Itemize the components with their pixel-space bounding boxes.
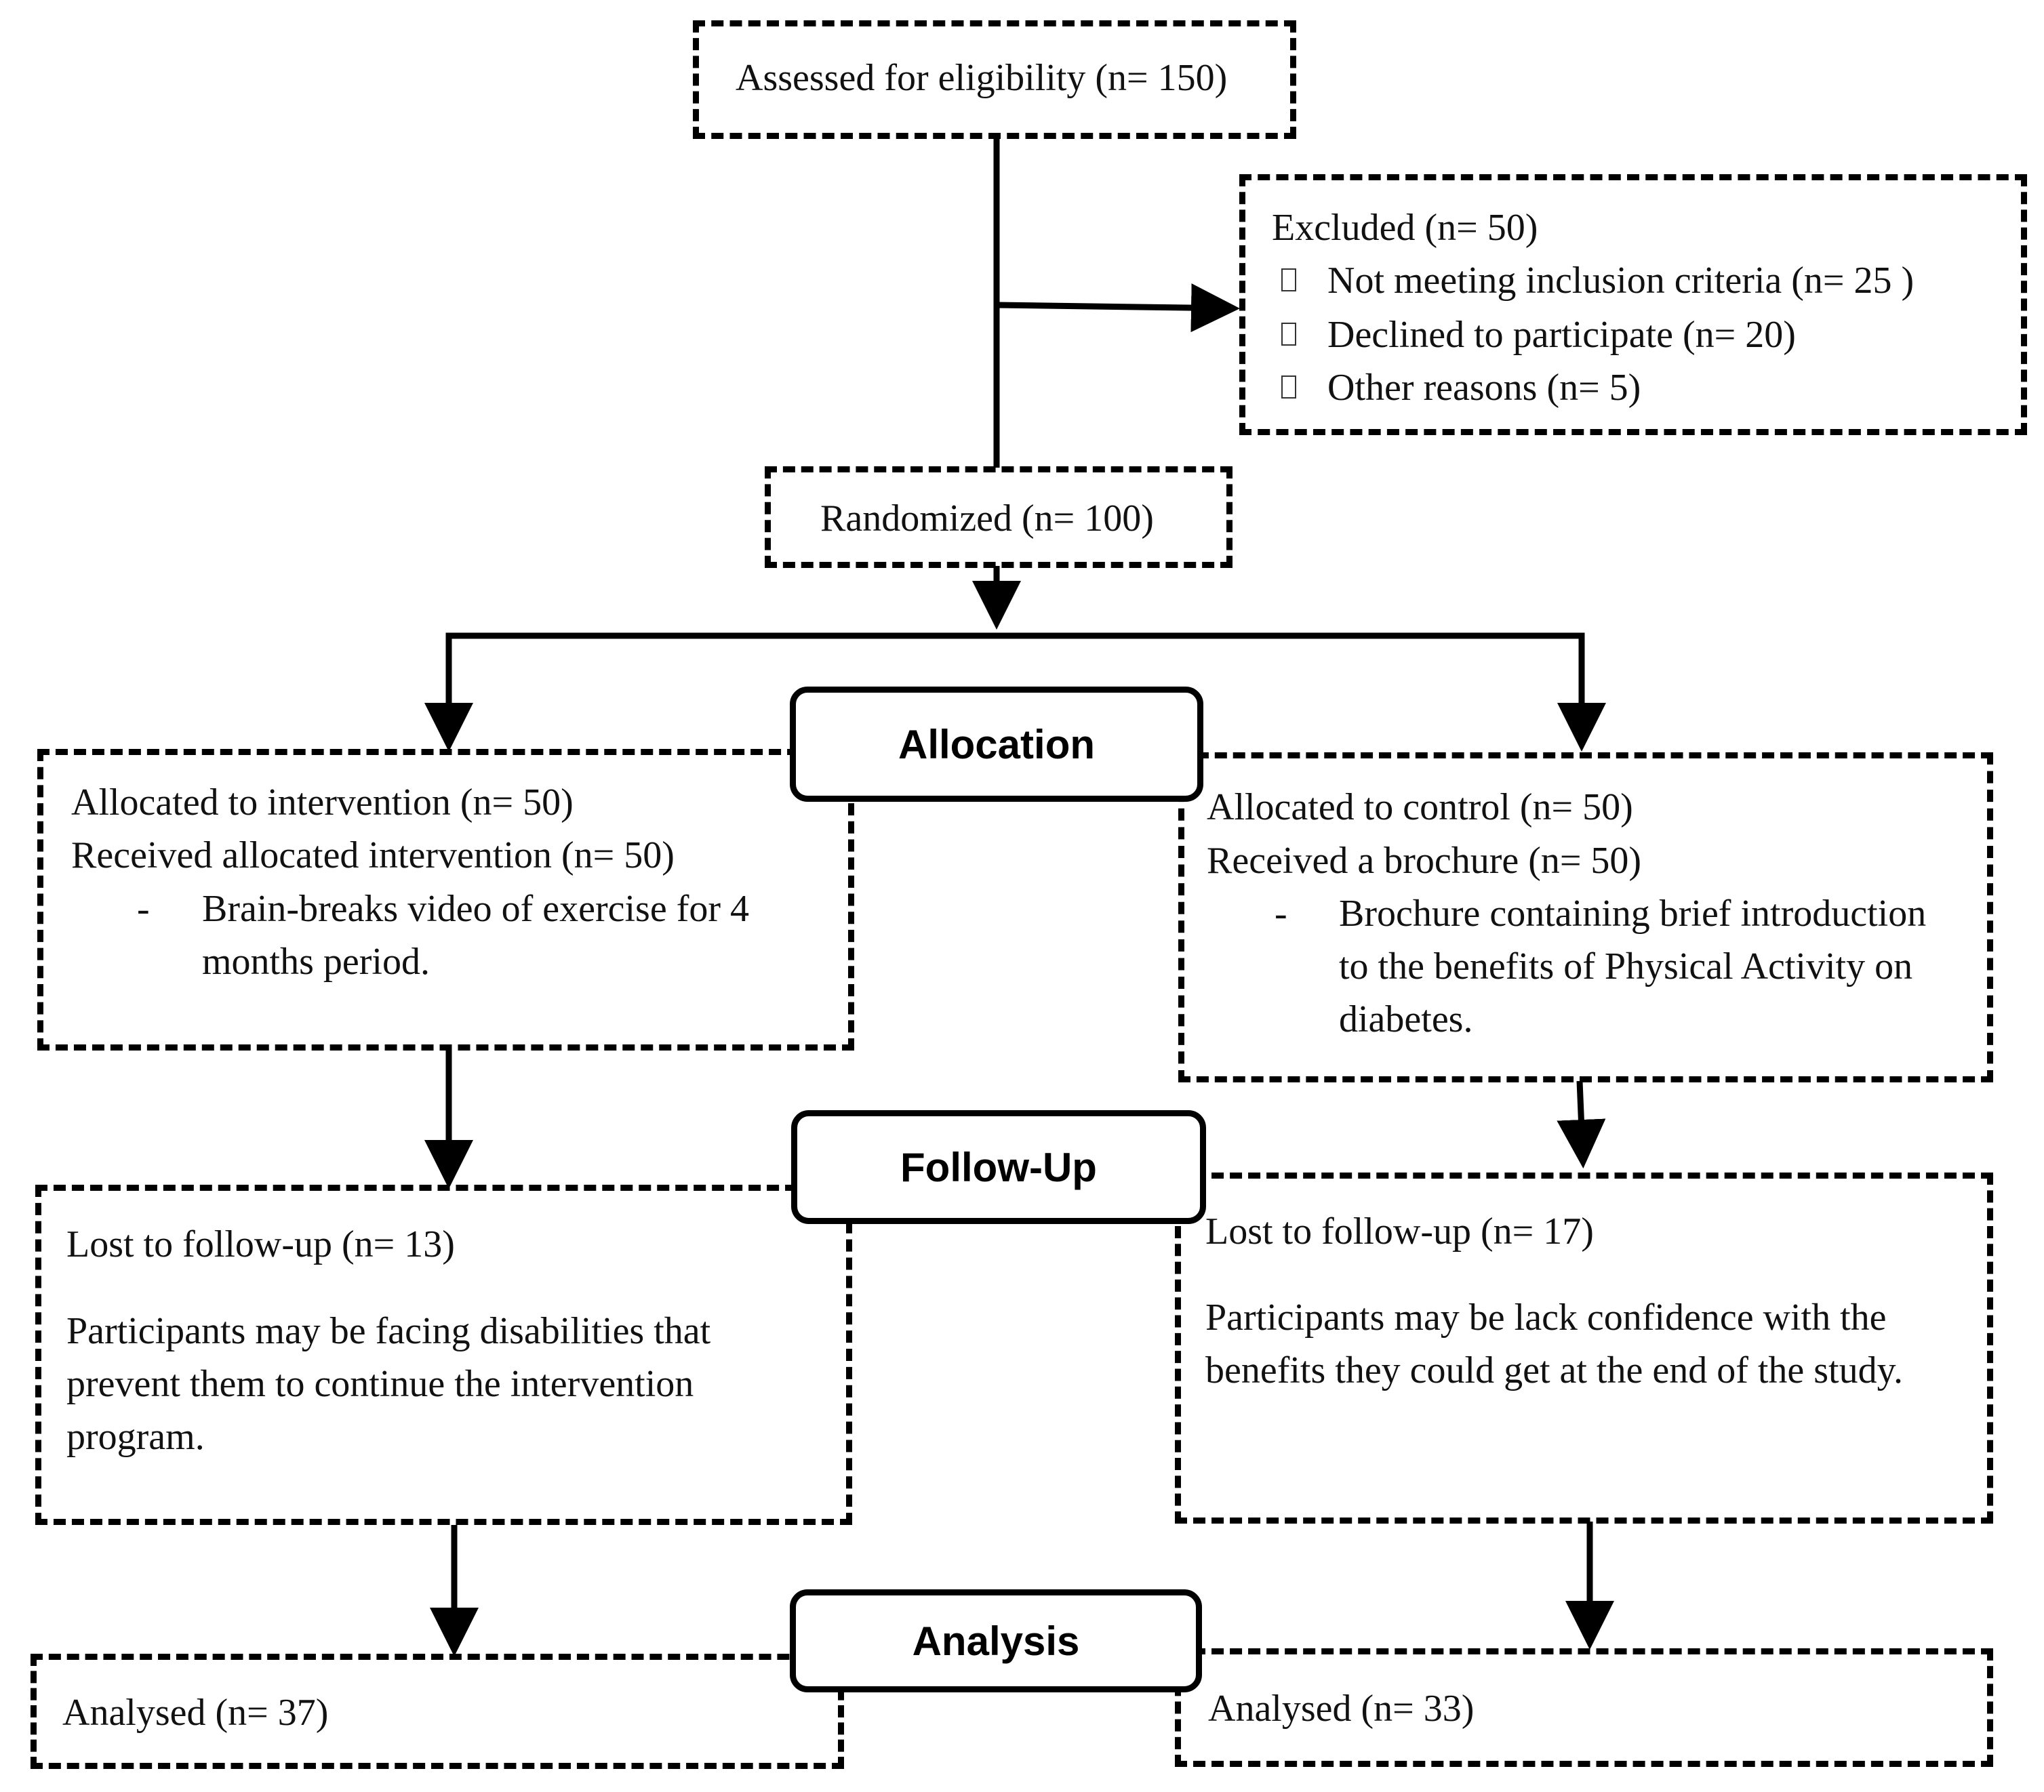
intervention-followup-box [35,1185,852,1525]
excluded-reason-text: Other reasons (n= 5) [1327,367,1641,409]
control-analysis-box [1175,1648,1993,1767]
control-dash: - [1275,893,1287,935]
analysis-header: Analysis [790,1589,1202,1692]
control-lost: Lost to follow-up (n= 17) [1205,1210,1594,1253]
randomized-box [765,466,1233,568]
intervention-analysis-box [31,1654,844,1769]
excluded-reason-text: Not meeting inclusion criteria (n= 25 ) [1327,260,1915,302]
excluded-box [1239,174,2027,435]
intervention-detail-line: months period. [202,941,430,983]
intervention-detail-line: Brain-breaks video of exercise for 4 [202,888,749,930]
intervention-lost-reason-line: prevent them to continue the interventio… [66,1363,694,1405]
excluded-title: Excluded (n= 50) [1272,207,1538,249]
control-detail-line: Brochure containing brief introduction [1339,893,1927,935]
checkbox-bullet-icon [1281,268,1296,292]
followup-header: Follow-Up [791,1110,1206,1224]
checkbox-bullet-icon [1281,375,1296,399]
eligibility-box [693,20,1296,139]
arrow-to-excluded [996,283,1240,333]
checkbox-bullet-icon [1281,323,1296,346]
intervention-lost: Lost to follow-up (n= 13) [66,1223,455,1265]
control-analysed: Analysed (n= 33) [1208,1688,1475,1730]
randomized-text: Randomized (n= 100) [820,497,1154,539]
allocation-header: Allocation [790,687,1203,802]
excluded-reason: Other reasons (n= 5) [1281,361,1641,414]
excluded-reason: Declined to participate (n= 20) [1281,308,1796,361]
intervention-lost-reason-line: program. [66,1416,205,1458]
control-followup-box [1175,1173,1993,1524]
intervention-lost-reason-line: Participants may be facing disabilities … [66,1310,711,1352]
control-allocated: Allocated to control (n= 50) [1207,786,1633,828]
intervention-allocation-box [37,749,854,1051]
intervention-received: Received allocated intervention (n= 50) [71,834,675,876]
intervention-allocated: Allocated to intervention (n= 50) [71,781,574,823]
control-detail-line: diabetes. [1339,998,1473,1040]
line-split [445,632,1585,746]
eligibility-text: Assessed for eligibility (n= 150) [736,57,1228,99]
intervention-dash: - [137,888,150,930]
control-lost-reason-line: benefits they could get at the end of th… [1205,1349,1903,1391]
intervention-analysed: Analysed (n= 37) [62,1692,329,1734]
arrow-control-to-followup [1557,1080,1606,1168]
control-detail-line: to the benefits of Physical Activity on [1339,945,1913,987]
control-allocation-box [1178,752,1993,1082]
excluded-reason-text: Declined to participate (n= 20) [1327,314,1796,356]
control-lost-reason-line: Participants may be lack confidence with… [1205,1297,1887,1339]
excluded-reason: Not meeting inclusion criteria (n= 25 ) [1281,254,1914,307]
control-received: Received a brochure (n= 50) [1207,840,1642,882]
